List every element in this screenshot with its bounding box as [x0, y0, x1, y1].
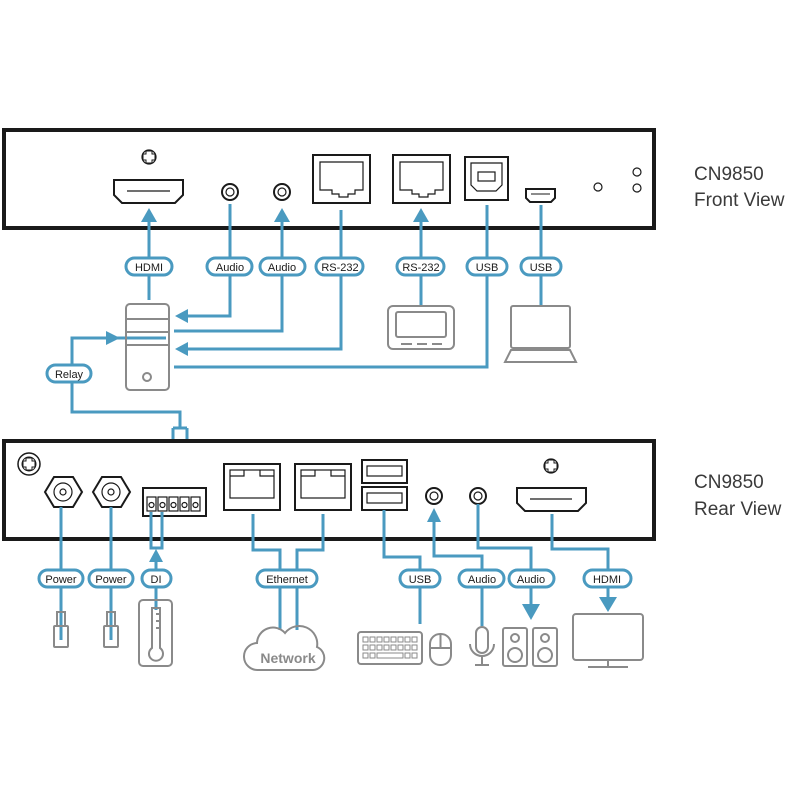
svg-text:DI: DI [151, 574, 162, 586]
power-plug-icon [53, 611, 69, 648]
rear-screw-icon [543, 458, 559, 474]
svg-text:USB: USB [409, 574, 432, 586]
label-front-rs232b: RS-232 [395, 256, 446, 277]
wire-rear-audio1 [432, 520, 484, 626]
svg-text:RS-232: RS-232 [321, 262, 358, 274]
svg-text:Audio: Audio [268, 262, 296, 274]
label-rear-audio1: Audio [457, 568, 506, 589]
label-rear-usb: USB [398, 568, 442, 589]
label-relay: Relay [45, 363, 93, 384]
micro-usb-port [525, 188, 556, 203]
led-indicator [632, 183, 642, 193]
wire-front-rs232a [188, 210, 343, 351]
rear-view-label: Rear View [694, 499, 782, 520]
power-plug-icon [103, 611, 119, 648]
network-cloud-icon: Network [243, 625, 326, 672]
network-label: Network [260, 650, 315, 666]
power-connector-2 [91, 476, 132, 508]
label-rear-di: DI [140, 568, 173, 589]
label-front-audio1: Audio [205, 256, 254, 277]
pc-tower-icon [125, 303, 170, 391]
label-front-hdmi: HDMI [124, 256, 174, 277]
keyboard-icon [357, 631, 423, 665]
audio-jack-2 [273, 183, 291, 201]
wire-rear-ethernet [251, 514, 325, 630]
rear-audio-jack-1 [425, 487, 443, 505]
svg-text:HDMI: HDMI [593, 574, 621, 586]
svg-text:USB: USB [530, 262, 553, 274]
terminal-display-icon [387, 305, 455, 350]
label-front-rs232a: RS-232 [314, 256, 365, 277]
label-rear-power2: Power [87, 568, 135, 589]
microphone-icon [469, 626, 495, 666]
ethernet-port-2 [294, 463, 352, 511]
label-front-usb1: USB [465, 256, 509, 277]
svg-text:USB: USB [476, 262, 499, 274]
svg-text:Ethernet: Ethernet [266, 574, 308, 586]
svg-text:Audio: Audio [468, 574, 496, 586]
front-view-label: Front View [694, 190, 785, 211]
front-model-label: CN9850 [694, 164, 764, 185]
label-front-usb2: USB [519, 256, 563, 277]
thermometer-icon [138, 599, 173, 667]
laptop-icon [503, 305, 578, 363]
rs232-port-2 [392, 154, 451, 204]
wire-front-audio1 [188, 204, 232, 318]
svg-text:HDMI: HDMI [135, 262, 163, 274]
terminal-block [142, 487, 207, 517]
svg-text:Audio: Audio [216, 262, 244, 274]
audio-jack-1 [221, 183, 239, 201]
svg-text:RS-232: RS-232 [402, 262, 439, 274]
usb-b-port [464, 156, 509, 201]
mouse-icon [429, 633, 452, 666]
led-indicator [632, 167, 642, 177]
ground-screw-icon [17, 452, 41, 476]
monitor-icon [572, 613, 644, 668]
svg-text:Power: Power [95, 574, 127, 586]
label-rear-hdmi: HDMI [582, 568, 633, 589]
label-front-audio2: Audio [258, 256, 307, 277]
power-connector-1 [43, 476, 84, 508]
speakers-icon [502, 627, 558, 667]
wire-relay [70, 336, 189, 498]
led-indicator [593, 182, 603, 192]
label-rear-power1: Power [37, 568, 85, 589]
wire-rear-usb [382, 510, 422, 624]
usb-a-ports [361, 459, 408, 511]
rear-model-label: CN9850 [694, 472, 764, 493]
label-rear-ethernet: Ethernet [255, 568, 319, 589]
svg-text:Audio: Audio [517, 574, 545, 586]
ethernet-port-1 [223, 463, 281, 511]
wire-front-audio2 [174, 218, 284, 333]
svg-text:Power: Power [45, 574, 77, 586]
label-rear-audio2: Audio [507, 568, 556, 589]
rs232-port-1 [312, 154, 371, 204]
svg-text:Relay: Relay [55, 369, 84, 381]
rear-audio-jack-2 [469, 487, 487, 505]
screw-icon [141, 149, 157, 165]
